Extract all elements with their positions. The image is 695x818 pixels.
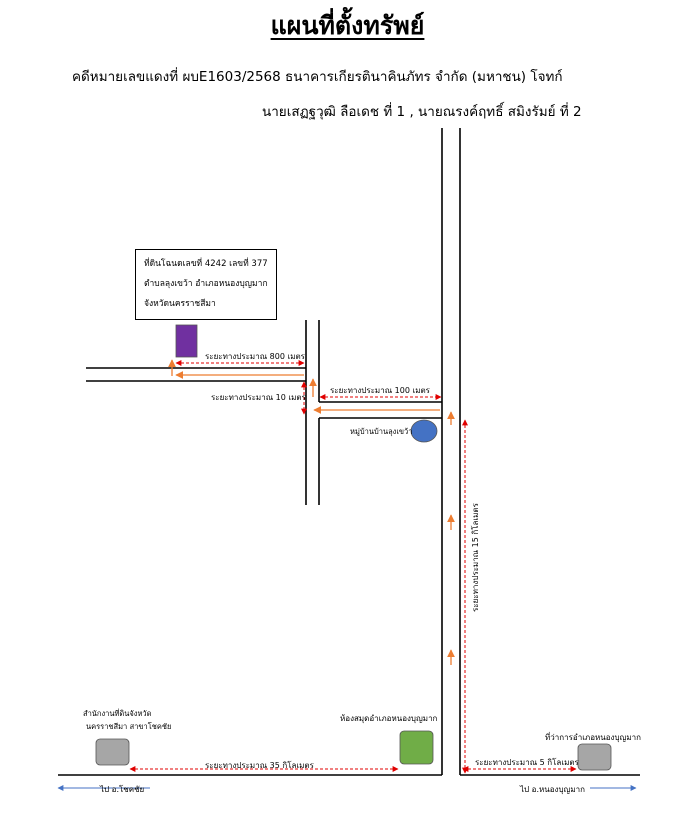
defendants-line: นายเสฏฐวุฒิ ลือเดช ที่ 1 , นายณรงค์ฤทธิ์… bbox=[262, 104, 582, 120]
label-800m: ระยะทางประมาณ 800 เมตร bbox=[205, 352, 306, 361]
label-35km: ระยะทางประมาณ 35 กิโลเมตร bbox=[205, 760, 315, 770]
roads bbox=[58, 128, 640, 776]
label-5km: ระยะทางประมาณ 5 กิโลเมตร bbox=[475, 757, 580, 767]
label-district-office: ที่ว่าการอำเภอหนองบุญมาก bbox=[545, 731, 641, 742]
label-direction-right: ไป อ.หนองบุญมาก bbox=[519, 785, 585, 794]
map-title: แผนที่ตั้งทรัพย์ bbox=[270, 11, 425, 40]
library-marker bbox=[399, 730, 434, 765]
case-number-line: คดีหมายเลขแดงที่ ผบE1603/2568 ธนาคารเกีย… bbox=[72, 69, 563, 85]
property-info-box: ที่ดินโฉนดเลขที่ 4242 เลขที่ 377 ตำบลลุง… bbox=[135, 249, 277, 320]
label-land-office-1: สำนักงานที่ดินจังหวัด bbox=[83, 708, 152, 718]
property-province-line: จังหวัดนครราชสีมา bbox=[144, 299, 216, 309]
label-village: หมู่บ้านบ้านลุงเขว้า bbox=[350, 427, 412, 436]
property-marker bbox=[175, 324, 198, 358]
distance-measures bbox=[129, 360, 577, 774]
label-10m: ระยะทางประมาณ 10 เมตร bbox=[211, 393, 307, 402]
route-arrows bbox=[168, 359, 455, 665]
village-marker bbox=[410, 419, 438, 443]
district-office-marker bbox=[577, 743, 612, 771]
label-land-office-2: นครราชสีมา สาขาโชคชัย bbox=[86, 722, 171, 731]
label-100m: ระยะทางประมาณ 100 เมตร bbox=[330, 386, 431, 395]
label-library: ห้องสมุดอำเภอหนองบุญมาก bbox=[340, 714, 438, 723]
property-subdistrict-line: ตำบลลุงเขว้า อำเภอหนองบุญมาก bbox=[144, 279, 268, 289]
label-15km: ระยะทางประมาณ 15 กิโลเมตร bbox=[470, 502, 480, 612]
label-direction-left: ไป อ.โชคชัย bbox=[99, 784, 144, 794]
property-deed-line: ที่ดินโฉนดเลขที่ 4242 เลขที่ 377 bbox=[144, 259, 268, 269]
land-office-marker bbox=[95, 738, 130, 766]
